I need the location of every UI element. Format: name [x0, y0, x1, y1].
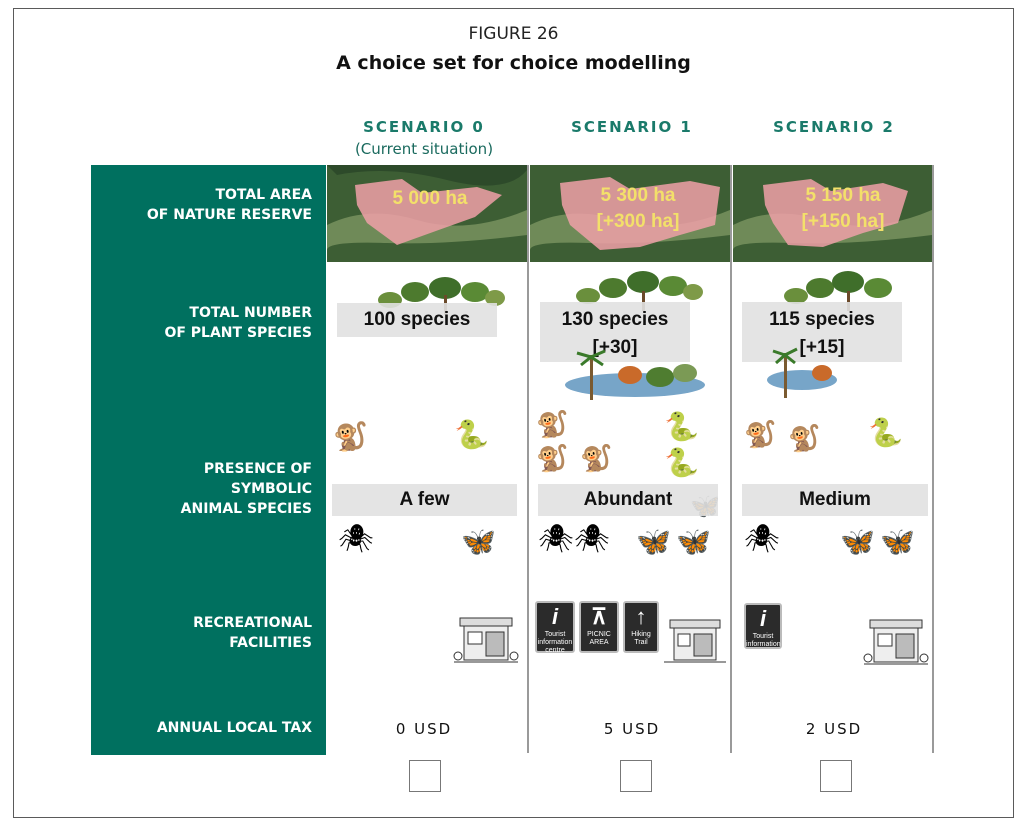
- area-value-scenario-0: 5 000 ha: [392, 188, 468, 209]
- snake-icon: 🐍: [664, 446, 699, 479]
- scenario-1-heading: SCENARIO 1: [571, 118, 693, 136]
- spider-icon: 🕷: [538, 522, 574, 555]
- butterfly-icon: 🦋: [461, 525, 496, 558]
- monkey-icon: 🐒: [788, 424, 821, 454]
- plant-species-scenario-0: 100 species: [337, 303, 497, 337]
- plant-species-scenario-1: 130 species [+30]: [540, 302, 690, 362]
- hiking-trail-sign: ↑ Hiking Trail: [623, 601, 659, 653]
- spider-icon: 🕷: [338, 522, 374, 555]
- picnic-area-sign: ⊼ PICNIC AREA: [579, 601, 619, 653]
- snake-icon: 🐍: [868, 416, 903, 449]
- tourist-information-sign: i Tourist information centre: [744, 603, 782, 656]
- area-value-scenario-2: 5 150 ha [+150 ha]: [801, 185, 885, 232]
- animal-presence-scenario-1: Abundant: [538, 484, 718, 516]
- attribute-label-area: TOTAL AREA OF NATURE RESERVE: [146, 187, 312, 223]
- scenario-0-heading: SCENARIO 0: [363, 118, 485, 136]
- butterfly-icon: 🦋: [880, 525, 915, 558]
- monkey-icon: 🐒: [536, 444, 569, 474]
- tourist-information-sign: i Tourist information centre: [535, 601, 575, 654]
- butterfly-icon: 🦋: [840, 525, 875, 558]
- monkey-icon: 🐒: [580, 444, 613, 474]
- area-value-scenario-1: 5 300 ha [+300 ha]: [596, 185, 680, 232]
- column-divider: [527, 165, 529, 753]
- butterfly-icon: 🦋: [676, 525, 711, 558]
- animal-presence-scenario-0: A few: [332, 484, 517, 516]
- attribute-label-tax: ANNUAL LOCAL TAX: [156, 720, 312, 736]
- kiosk-icon: [664, 619, 726, 663]
- plant-species-scenario-2: 115 species [+15]: [742, 302, 902, 362]
- tropical-plants-icon: [565, 349, 705, 400]
- reserve-map-scenario-0: [327, 165, 527, 262]
- scenario-2-heading: SCENARIO 2: [773, 118, 895, 136]
- annual-tax-scenario-1: 5 USD: [603, 720, 661, 738]
- butterfly-icon: 🦋: [636, 525, 671, 558]
- choose-scenario-2-checkbox[interactable]: [820, 760, 852, 792]
- column-divider: [730, 165, 732, 753]
- tropical-plants-icon: [767, 347, 837, 398]
- trees-icon: [784, 271, 892, 311]
- choose-scenario-1-checkbox[interactable]: [620, 760, 652, 792]
- annual-tax-scenario-0: 0 USD: [395, 720, 453, 738]
- animal-presence-scenario-2: Medium: [742, 484, 928, 516]
- kiosk-icon: [453, 617, 519, 663]
- attribute-label-plants: TOTAL NUMBER OF PLANT SPECIES: [164, 305, 312, 341]
- reserve-map-scenario-2: [733, 165, 932, 262]
- reserve-map-scenario-1: [530, 165, 730, 262]
- figure-label: FIGURE 26: [468, 24, 559, 44]
- annual-tax-scenario-2: 2 USD: [805, 720, 863, 738]
- attribute-label-facilities: RECREATIONAL FACILITIES: [193, 615, 312, 651]
- trees-icon: [576, 271, 703, 311]
- snake-icon: 🐍: [664, 410, 699, 443]
- attribute-label-animals: PRESENCE OF SYMBOLIC ANIMAL SPECIES: [180, 461, 312, 517]
- monkey-icon: 🐒: [536, 410, 569, 440]
- column-divider: [932, 165, 934, 753]
- scenario-0-subtitle: (Current situation): [354, 140, 494, 158]
- spider-icon: 🕷: [574, 522, 610, 555]
- attribute-sidebar: TOTAL AREA OF NATURE RESERVE TOTAL NUMBE…: [91, 165, 326, 755]
- monkey-icon: 🐒: [333, 420, 368, 453]
- snake-icon: 🐍: [454, 418, 489, 451]
- kiosk-icon: [863, 619, 929, 665]
- figure-title: A choice set for choice modelling: [336, 52, 691, 74]
- choose-scenario-0-checkbox[interactable]: [409, 760, 441, 792]
- spider-icon: 🕷: [744, 522, 780, 555]
- monkey-icon: 🐒: [744, 420, 777, 450]
